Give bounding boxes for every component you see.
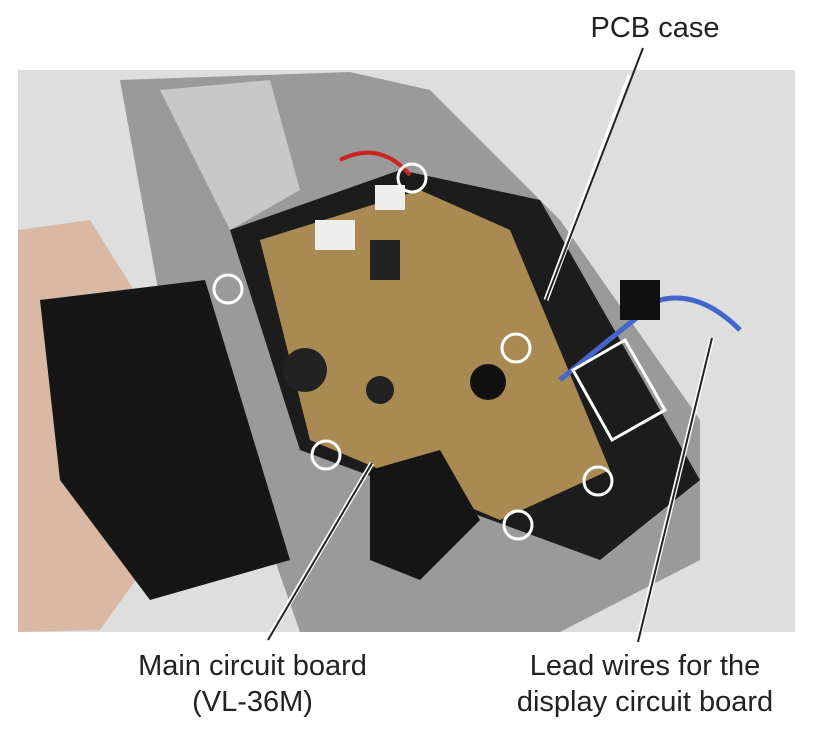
screw-marker: [502, 509, 534, 541]
red-wire: [339, 150, 412, 177]
lead-wires-text-1: Lead wires for the: [529, 650, 761, 682]
main-circuit-board: [260, 190, 610, 520]
capacitor: [283, 348, 327, 392]
main-board-model: (VL-36M): [192, 686, 313, 718]
screw-markers: [212, 162, 668, 541]
wire-sleeve: [620, 280, 660, 320]
main-board-text: Main circuit board: [138, 650, 367, 682]
screw-marker: [582, 465, 614, 497]
relay: [370, 240, 400, 280]
connector: [375, 185, 405, 210]
lead-wires-text-2: display circuit board: [516, 686, 774, 718]
pcb-case-text: PCB case: [590, 12, 720, 44]
black-sheet: [40, 280, 290, 600]
screw-marker: [396, 162, 428, 194]
pcb-case-label: PCB case: [560, 10, 750, 46]
connector: [315, 220, 355, 250]
heatsink: [370, 450, 480, 580]
screw-marker: [310, 439, 342, 471]
main-board-leader: [267, 462, 373, 641]
coil: [366, 376, 394, 404]
connector-highlight: [570, 337, 668, 443]
main-board-label: Main circuit board (VL-36M): [110, 648, 395, 720]
buzzer: [470, 364, 506, 400]
lead-wires-leader: [637, 337, 713, 643]
screw-marker: [500, 332, 532, 364]
pcb-case-leader: [545, 47, 644, 301]
leader-lines: [267, 47, 713, 643]
housing-panel: [160, 80, 300, 230]
screw-marker: [212, 273, 244, 305]
lead-wires-label: Lead wires for the display circuit board: [490, 648, 800, 720]
